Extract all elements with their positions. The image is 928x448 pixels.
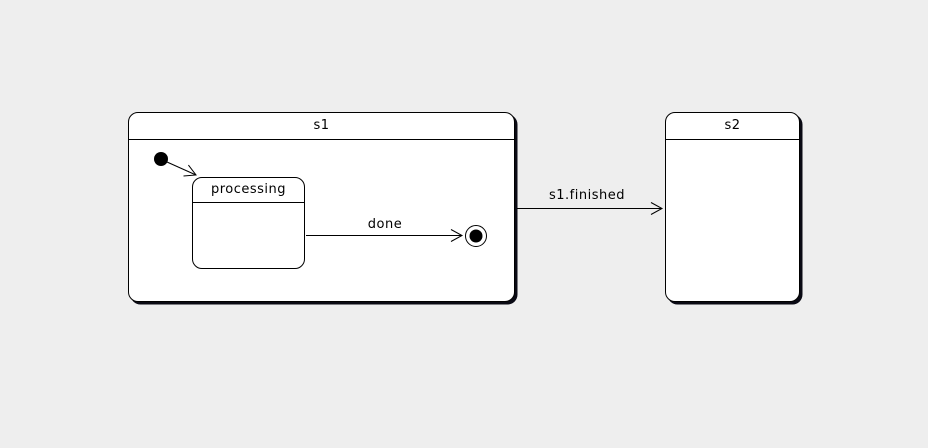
state-s2-title: s2: [666, 113, 799, 140]
transition-initial-to-processing[interactable]: [166, 161, 197, 177]
state-s1-title: s1: [129, 113, 514, 140]
state-processing-title: processing: [193, 178, 304, 203]
transition-done-label: done: [367, 217, 403, 232]
state-s1[interactable]: s1: [128, 112, 515, 302]
transition-s1-finished-label: s1.finished: [549, 188, 625, 203]
state-processing[interactable]: processing: [192, 177, 305, 269]
state-s2[interactable]: s2: [665, 112, 800, 302]
